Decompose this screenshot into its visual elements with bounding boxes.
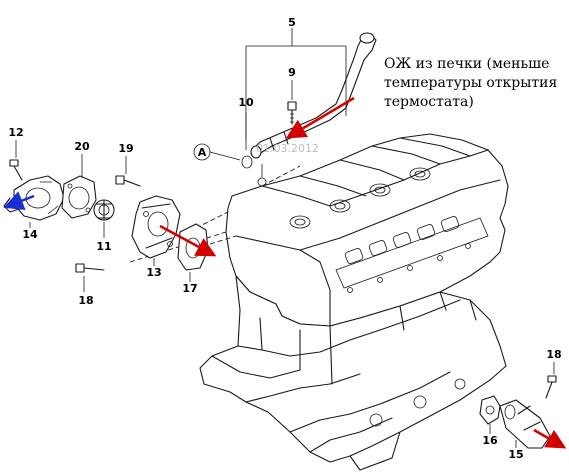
callout-18-left: 18 [78, 294, 93, 307]
bolt-19 [115, 175, 141, 187]
engine-block [129, 133, 509, 471]
coolant-annotation: ОЖ из печки (меньше температуры открытия… [384, 56, 557, 110]
water-outlet-15 [499, 399, 551, 449]
annotation-line-2: температуры открытия [384, 75, 557, 91]
bolt-9 [287, 101, 297, 125]
callout-13: 13 [146, 266, 161, 279]
gasket-17 [177, 223, 209, 271]
callout-20: 20 [74, 140, 90, 153]
coolant-flow-arrow-heater [285, 96, 355, 139]
callout-9: 9 [288, 66, 296, 79]
gasket-16 [479, 395, 501, 425]
annotation-line-1: ОЖ из печки (меньше [384, 56, 549, 72]
callout-5: 5 [288, 16, 296, 29]
callout-a: A [198, 146, 207, 159]
annotation-line-3: термостата) [384, 94, 474, 110]
callout-a-circle [193, 143, 211, 161]
callout-17: 17 [182, 282, 197, 295]
coolant-flow-arrow-housing [159, 224, 217, 257]
gasket-20 [61, 175, 97, 219]
callout-11: 11 [96, 240, 111, 253]
callout-19: 19 [118, 142, 133, 155]
bolt-18-left [75, 263, 105, 273]
bolt-18-right [545, 375, 557, 399]
callout-16: 16 [482, 434, 498, 447]
watermark-date: 01.03.2012 [256, 142, 319, 155]
bolt-12 [9, 159, 23, 181]
callout-14: 14 [22, 228, 38, 241]
thermostat-cover-14 [3, 175, 65, 221]
callout-12: 12 [8, 126, 23, 139]
callout-10: 10 [238, 96, 254, 109]
callout-18-right: 18 [546, 348, 561, 361]
callout-15: 15 [508, 448, 523, 461]
thermostat-11 [93, 199, 115, 221]
exhaust-ports [335, 216, 489, 293]
leader-lines [15, 28, 555, 448]
heater-return-pipe [241, 32, 377, 187]
coolant-flow-arrow-outlet [533, 428, 567, 449]
coolant-flow-arrow-inlet [3, 191, 35, 210]
